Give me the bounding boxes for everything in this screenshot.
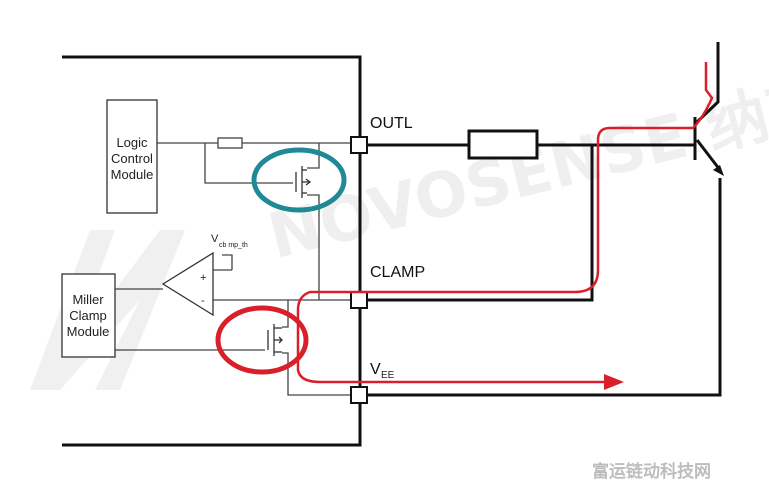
comparator-minus: - [201,295,205,307]
emitter-arrow-icon [713,165,724,176]
pin-label-vee-sub: EE [381,370,395,381]
pin-label-outl: OUTL [370,115,413,132]
miller-current-path [296,62,714,384]
miller-clamp-module [61,273,116,358]
logic-label-3: Module [111,167,154,182]
current-arrow-icon [604,374,624,390]
internal-resistor [217,137,243,149]
corner-watermark: 富运链动科技网 [592,461,711,482]
miller-label-3: Module [67,324,110,339]
driver-ic-outline [62,55,362,447]
vref-label-sub: cb mp_th [219,242,248,249]
pin-pad-vee [350,386,368,404]
vref-label: V [211,233,219,245]
miller-label-1: Miller [72,292,104,307]
pin-pad-outl [350,136,368,154]
gate-resistor [467,129,539,160]
logic-label-2: Control [111,151,153,166]
pin-label-vee: V [370,361,381,378]
red-highlight-circle [215,305,309,375]
miller-label-2: Clamp [69,308,107,323]
comparator-plus: + [200,272,206,284]
external-wiring [368,42,722,397]
watermark: NOVOSENSE 纳芯微电子 富运链动科技网 [30,18,769,482]
pin-pad-clamp [350,291,368,309]
comparator [161,251,214,317]
teal-highlight-circle [251,147,347,213]
teal-mosfet [295,166,312,198]
logic-label-1: Logic [116,135,148,150]
red-mosfet [267,324,283,356]
logic-control-module [106,99,158,214]
pin-label-clamp: CLAMP [370,264,425,281]
